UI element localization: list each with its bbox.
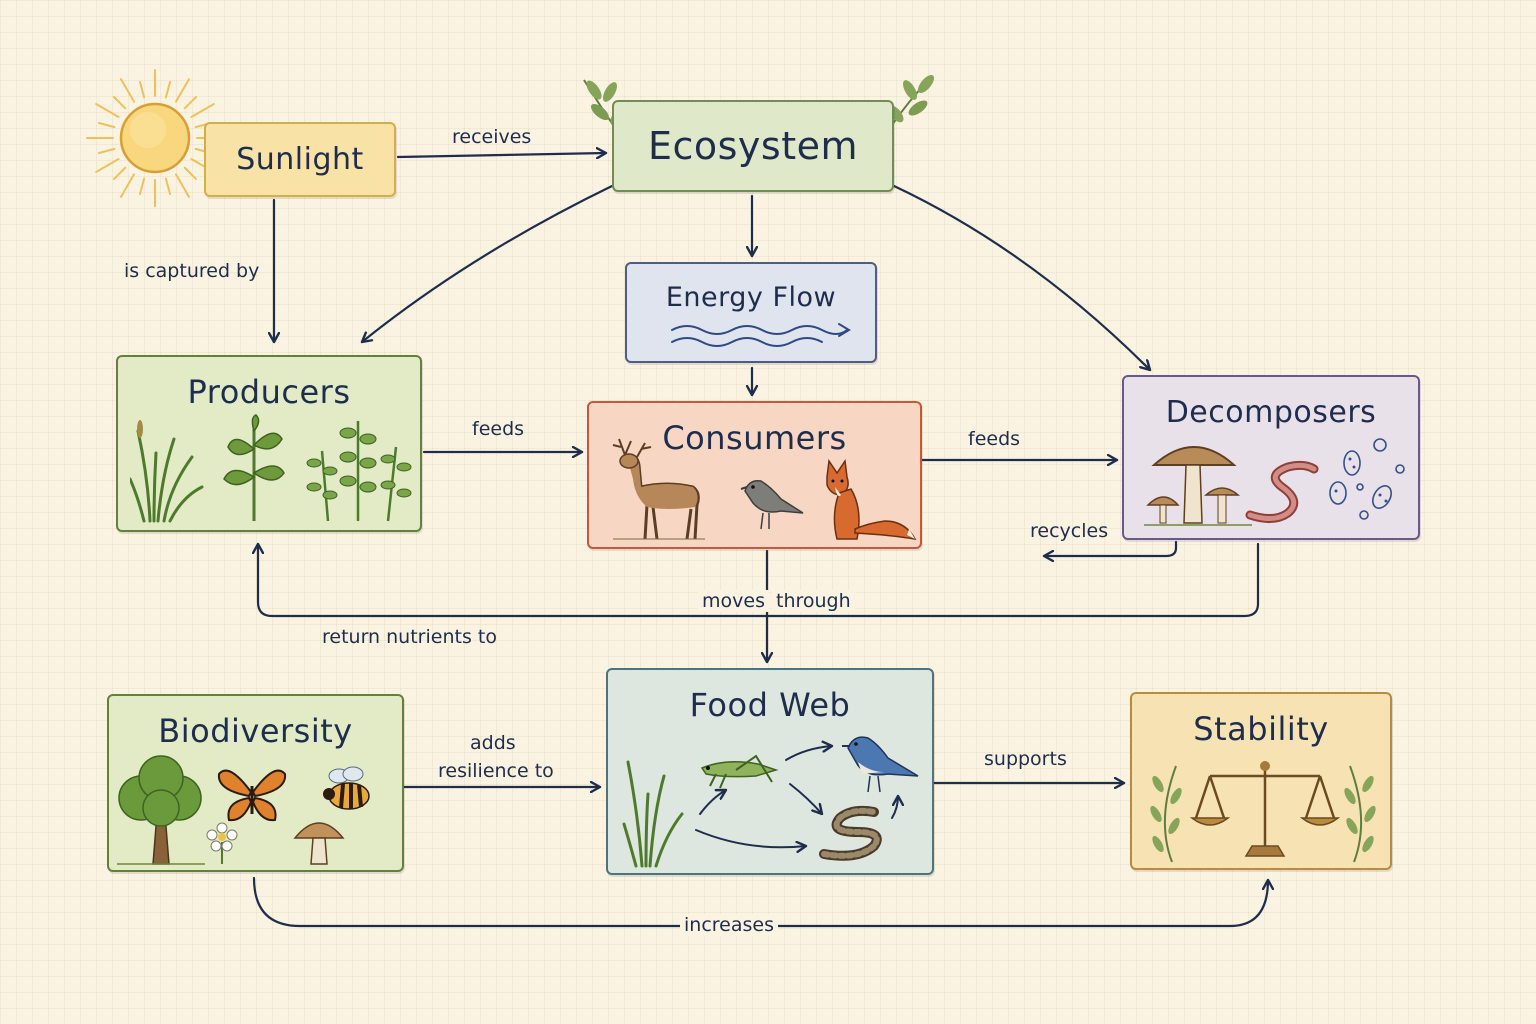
edge-label-recycles: recycles (1030, 520, 1109, 542)
edge-label-return-nutrients: return nutrients to (322, 626, 497, 648)
seedling-icon (223, 414, 285, 521)
consumers-title: Consumers (662, 419, 847, 457)
grass-icon (130, 420, 204, 523)
edge-label-feeds-producers: feeds (472, 418, 525, 440)
tree-icon (117, 755, 205, 865)
edge-ecosystem-producers (362, 184, 614, 342)
bee-icon (323, 766, 370, 810)
decomposers-node: Decomposers (1122, 375, 1420, 540)
edge-label-moves: moves (698, 590, 769, 612)
edge-ecosystem-decomposers (892, 184, 1150, 370)
sun-ray (164, 177, 172, 196)
energy-wave-icon (671, 323, 851, 347)
microbes-icon (1329, 438, 1405, 520)
sunlight-title: Sunlight (236, 142, 364, 177)
bluebird-icon (842, 736, 919, 793)
edge-decomposers-producers (258, 544, 1260, 618)
sunlight-node: Sunlight (204, 122, 396, 197)
ecosystem-node: Ecosystem (612, 100, 894, 192)
bird-icon (740, 479, 804, 530)
snake-icon (819, 805, 882, 861)
flower-icon (206, 822, 238, 864)
edge-label-receives: receives (452, 126, 532, 148)
sun-ray (183, 166, 198, 181)
sun-ray (97, 147, 116, 155)
worm-icon (1245, 460, 1319, 523)
stability-title: Stability (1193, 710, 1329, 748)
energy-flow-node: Energy Flow (625, 262, 877, 363)
biodiversity-node: Biodiversity (107, 694, 404, 872)
edge-decomposers-recycles (1044, 540, 1178, 556)
consumers-node: Consumers (587, 401, 922, 549)
balance-scale-icon (1190, 761, 1340, 857)
edge-sunlight-ecosystem (396, 153, 606, 157)
producers-title: Producers (187, 373, 351, 411)
grasshopper-icon (700, 754, 779, 789)
sun-ray (183, 95, 198, 110)
edge-label-through: through (772, 590, 855, 612)
sun-ray (138, 80, 146, 99)
sun-ray (120, 78, 135, 103)
butterfly-icon (217, 769, 287, 822)
edge-label-feeds-consumers: feeds (968, 428, 1021, 450)
sun-ray (120, 173, 135, 198)
deer-icon (612, 438, 705, 540)
sun-ray (112, 166, 127, 181)
sun-ray (95, 103, 120, 118)
sun-ray (97, 121, 116, 129)
food-web-arrows (695, 670, 936, 877)
energy-flow-title: Energy Flow (665, 282, 837, 313)
edge-label-adds: adds (470, 732, 516, 754)
sun-ray (95, 158, 120, 173)
bush-icon (306, 421, 412, 522)
stability-node: Stability (1130, 692, 1392, 870)
sun-ray (164, 80, 172, 99)
food-web-title: Food Web (689, 686, 851, 724)
fox-icon (826, 459, 917, 540)
edge-label-increases: increases (680, 914, 778, 936)
laurel-icon (1344, 765, 1376, 863)
grass-icon (622, 760, 684, 868)
sun-ray (175, 78, 190, 103)
ecosystem-title: Ecosystem (647, 124, 859, 168)
edge-label-resilience-to: resilience to (438, 760, 554, 782)
decomposers-title: Decomposers (1165, 395, 1377, 430)
food-web-node: Food Web (606, 668, 934, 875)
biodiversity-title: Biodiversity (158, 712, 353, 750)
sun-ray (175, 173, 190, 198)
edge-biodiversity-stability (252, 876, 1268, 928)
producers-node: Producers (116, 355, 422, 532)
mushroom-icon (293, 822, 345, 865)
edge-label-captured-by: is captured by (124, 260, 260, 282)
mushroom-icon (1144, 446, 1252, 526)
sun-ray (190, 103, 215, 118)
edge-label-supports: supports (984, 748, 1067, 770)
sun-ray (138, 177, 146, 196)
laurel-icon (1150, 765, 1182, 863)
sun-ray (112, 95, 127, 110)
